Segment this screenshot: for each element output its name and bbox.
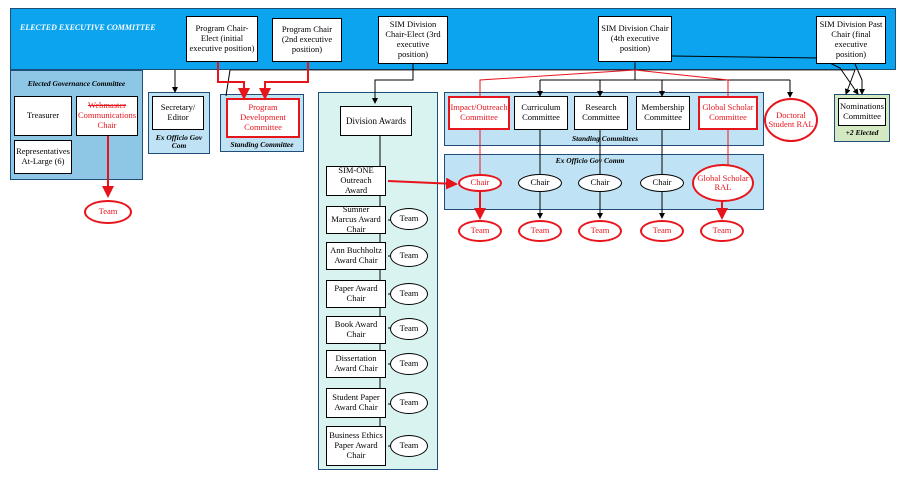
- award-box-ann-buchholtz: Ann Buchholtz Award Chair: [326, 242, 386, 270]
- award-team-oval: Team: [390, 435, 428, 457]
- communications-chair-label: Communications Chair: [77, 110, 137, 130]
- chair-oval: Chair: [578, 174, 622, 192]
- award-team-oval: Team: [390, 283, 428, 305]
- governance-team-oval: Team: [84, 200, 132, 224]
- nominations-committee-box: Nominations Committee: [838, 98, 886, 126]
- secretary-editor-box: Secretary/ Editor: [152, 96, 204, 130]
- sim-division-chair-box: SIM Division Chair (4th executive positi…: [598, 16, 672, 62]
- award-box-sim-one: SIM-ONE Outreach Award: [326, 165, 386, 196]
- award-team-oval: Team: [390, 318, 428, 340]
- award-team-oval: Team: [390, 245, 428, 267]
- program-dev-caption: Standing Committee: [230, 140, 294, 149]
- division-awards-box: Division Awards: [340, 106, 412, 136]
- award-team-oval: Team: [390, 208, 428, 230]
- award-box-dissertation: Dissertation Award Chair: [326, 350, 386, 378]
- award-box-business-ethics: Business Ethics Paper Award Chair: [326, 426, 386, 466]
- curriculum-committee: Curriculum Committee: [514, 96, 568, 130]
- executive-band: [10, 8, 896, 70]
- global-scholar-committee: Global Scholar Committee: [698, 96, 758, 130]
- membership-committee: Membership Committee: [636, 96, 690, 130]
- award-box-sumner-marcus: Sumner Marcus Award Chair: [326, 204, 386, 234]
- past-chair-box: SIM Division Past Chair (final executive…: [816, 16, 886, 64]
- webmaster-label: Webmaster: [87, 100, 127, 111]
- team-oval: Team: [518, 220, 562, 242]
- exofficio-caption: Ex Officio Gov Comm: [555, 156, 625, 165]
- chair-oval: Chair: [518, 174, 562, 192]
- impact-outreach-committee: Impact/Outreach Committee: [448, 96, 510, 130]
- program-development-box: Program Development Committee: [226, 98, 300, 138]
- doctoral-student-ral-oval: Doctoral Student RAL: [764, 98, 818, 142]
- global-scholar-ral-oval: Global Scholar RAL: [692, 164, 754, 202]
- communications-chair-box: Webmaster Communications Chair: [76, 96, 138, 136]
- chair-oval: Chair: [640, 174, 684, 192]
- sim-division-chair-elect-box: SIM Division Chair-Elect (3rd executive …: [378, 16, 448, 64]
- award-box-student-paper: Student Paper Award Chair: [326, 388, 386, 418]
- program-chair-elect-box: Program Chair-Elect (initial executive p…: [186, 16, 258, 62]
- team-oval: Team: [458, 220, 502, 242]
- award-box-paper: Paper Award Chair: [326, 280, 386, 308]
- award-team-oval: Team: [390, 392, 428, 414]
- program-chair-box: Program Chair (2nd executive position): [272, 18, 342, 62]
- chair-oval: Chair: [458, 174, 502, 192]
- award-box-book: Book Award Chair: [326, 316, 386, 344]
- standing-caption: Standing Committees: [571, 134, 639, 143]
- treasurer-box: Treasurer: [14, 96, 72, 136]
- nominations-caption: +2 Elected: [845, 128, 879, 137]
- team-oval: Team: [578, 220, 622, 242]
- award-team-oval: Team: [390, 353, 428, 375]
- governance-title: Elected Governance Committee: [27, 79, 126, 88]
- representatives-box: Representatives At-Large (6): [14, 140, 72, 174]
- secretary-caption: Ex Officio Gov Com: [155, 133, 203, 151]
- team-oval: Team: [640, 220, 684, 242]
- research-committee: Research Committee: [574, 96, 628, 130]
- executive-title: ELECTED EXECUTIVE COMMITTEE: [20, 23, 156, 32]
- team-oval: Team: [700, 220, 744, 242]
